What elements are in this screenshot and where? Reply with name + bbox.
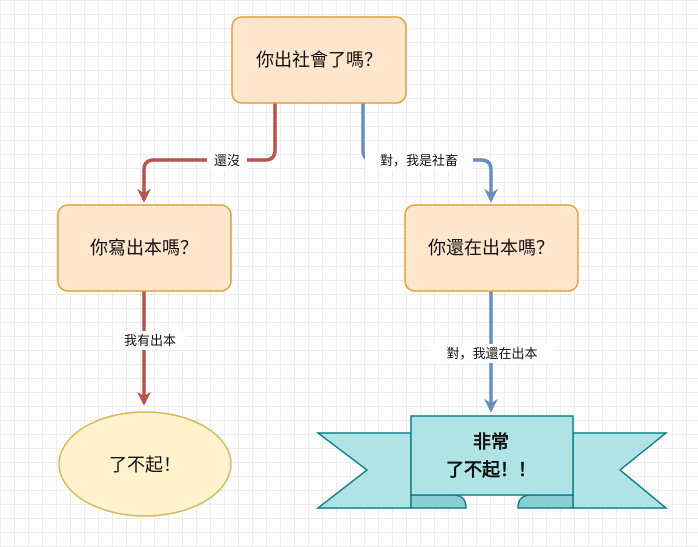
edge-label-not-yet: 還沒 [214,154,240,169]
node-left-label: 你寫出本嗎？ [90,238,198,259]
node-left-result [58,411,232,517]
banner-left-tail [315,432,412,509]
node-right-result-banner [315,415,669,509]
banner-right-fold [517,494,574,509]
edge-label-still-publishing: 對，我還在出本 [446,347,537,362]
edge-label-bg [430,344,554,363]
banner-left-fold [410,494,467,509]
edge-label-yes-office-worker: 對，我是社畜 [380,153,458,169]
node-left-result-label: 了不起！ [109,455,181,476]
banner-center [410,415,574,496]
edge-label-bg [114,331,186,350]
node-root-label: 你出社會了嗎？ [256,50,382,71]
node-left [57,204,232,292]
node-root [231,16,407,104]
edge-label-i-publish: 我有出本 [124,334,176,349]
node-right-result-line2: 了不起！！ [446,459,536,481]
node-right-label: 你還在出本嗎？ [428,238,554,259]
banner-right-tail [572,432,669,509]
node-right [404,204,579,292]
edge-label-bg [365,151,473,170]
edge-label-bg [207,151,247,170]
node-right-result-line1: 非常 [473,431,509,453]
